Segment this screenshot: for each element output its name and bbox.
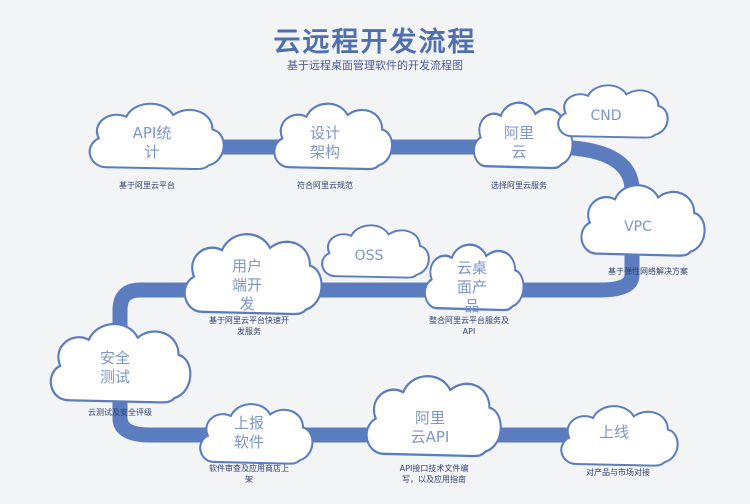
node-caption-submit-software: 软件审查及应用商店上 架	[209, 464, 289, 484]
node-caption-aliyun-api: API接口技术文件编 写，以及应用指南	[399, 464, 469, 484]
node-label-launch: 上线	[598, 423, 629, 441]
node-caption-vpc: 基于弹性网络解决方案	[608, 267, 688, 276]
node-label-cloud-desktop: 云桌 面产 品	[456, 259, 487, 315]
node-label-oss: OSS	[354, 248, 384, 264]
node-label-design-architecture: 设计 架构	[309, 124, 340, 161]
node-label-aliyun: 阿里 云	[503, 124, 534, 161]
flow-path	[112, 139, 640, 443]
node-label-client-dev: 用户 端开 发	[231, 257, 262, 313]
node-label-api-stats: API统 计	[132, 124, 172, 161]
node-label-aliyun-api: 阿里 云API	[410, 409, 450, 446]
node-label-vpc: VPC	[624, 219, 652, 235]
node-label-security-test: 安全 测试	[99, 349, 130, 386]
diagram-subtitle: 基于远程桌面管理软件的开发流程图	[287, 59, 463, 72]
node-caption-cloud-desktop: 整合阿里云平台服务及 API	[429, 316, 509, 336]
diagram-title: 云远程开发流程	[273, 27, 477, 58]
node-caption-security-test: 云测试及安全评级	[88, 408, 152, 417]
node-caption-client-dev: 基于阿里云平台快速开 发服务	[209, 316, 289, 336]
node-caption-aliyun: 选择阿里云服务	[491, 181, 547, 190]
node-caption-design-architecture: 符合阿里云规范	[297, 181, 353, 190]
node-label-submit-software: 上报 软件	[233, 414, 264, 451]
node-label-cnd: CND	[590, 108, 622, 124]
node-caption-api-stats: 基于阿里云平台	[119, 181, 175, 190]
node-caption-launch: 对产品与市场对接	[586, 468, 650, 477]
